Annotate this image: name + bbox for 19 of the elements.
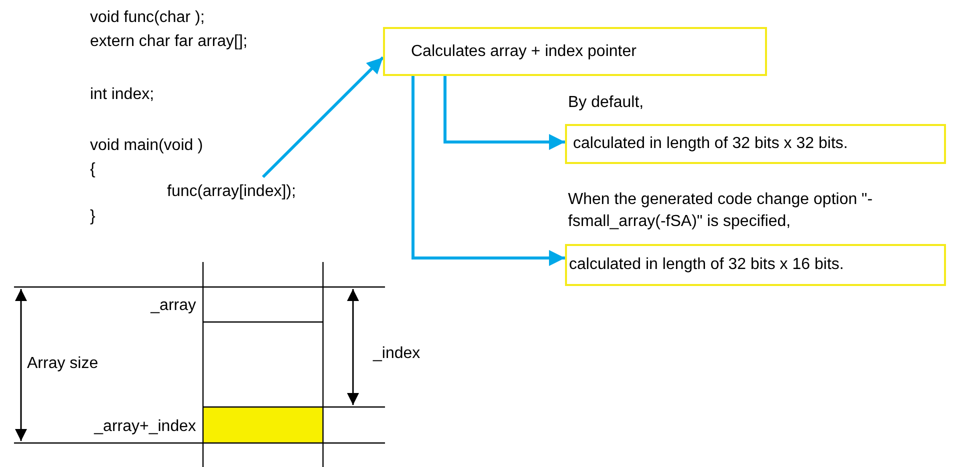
address-label: _array [150,296,196,315]
address-label: _array+_index [94,417,196,436]
code-line: } [90,207,96,226]
note-text: When the generated code change option "-fsmall_array(-fSA)" is specified, [568,190,874,232]
arrow [444,76,565,150]
code-line: { [90,160,96,179]
note-text: By default, [568,93,645,113]
code-line: void main(void ) [90,136,203,155]
process-box: calculated in length of 32 bits x 16 bits. [565,244,946,286]
process-box: calculated in length of 32 bits x 32 bits. [565,124,946,164]
code-line: func(array[index]); [167,183,347,203]
arrow [262,56,384,178]
code-line: int index; [90,85,154,104]
dimension-label: _index [373,344,420,363]
code-line: void func(char ); [90,8,205,27]
dimension-label: Array size [27,354,98,373]
code-line: extern char far array[]; [90,32,248,51]
arrow [412,76,565,266]
process-box: Calculates array + index pointer [383,27,767,76]
